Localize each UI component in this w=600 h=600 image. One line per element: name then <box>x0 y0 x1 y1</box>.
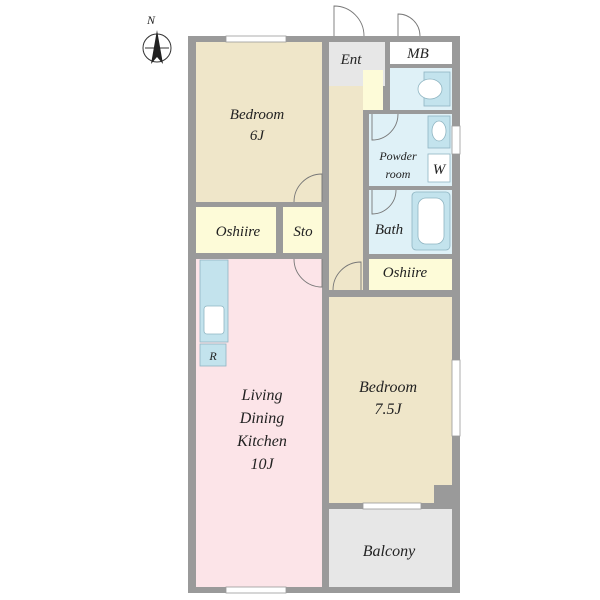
meter-box-door-icon <box>397 13 421 37</box>
labels: Bedroom 6J Ent MB Powder room W Oshiire … <box>208 46 446 560</box>
meter-box <box>390 42 452 64</box>
oshiire-closet-1 <box>196 207 276 253</box>
washer-space <box>427 153 451 183</box>
compass: N <box>142 13 172 64</box>
north-arrow-icon <box>151 30 163 64</box>
storage-closet <box>283 207 322 253</box>
washer-label: W <box>433 162 447 178</box>
window-bedroom-6j <box>225 35 287 43</box>
storage-label: Sto <box>293 224 313 240</box>
bedroom-6j-door-icon <box>293 173 323 203</box>
hallway <box>329 86 363 290</box>
oshiire-closet-2 <box>369 259 452 290</box>
bedroom-6j <box>196 42 322 202</box>
powder-room-door-icon <box>371 113 399 141</box>
bathtub-basin-icon <box>417 197 445 245</box>
balcony <box>329 509 452 587</box>
balcony-label: Balcony <box>363 543 416 560</box>
ldk-door-icon <box>293 258 323 288</box>
bedroom-7-5j-door-icon <box>332 261 362 291</box>
bedroom-6j-label-1: Bedroom <box>230 107 285 123</box>
bedroom-7-5j-label-1: Bedroom <box>359 379 417 396</box>
ldk-label-4: 10J <box>250 456 274 473</box>
bedroom-7-5j-label-2: 7.5J <box>374 401 402 418</box>
bedroom-6j-label-2: 6J <box>250 128 266 144</box>
refrigerator-space <box>199 343 227 367</box>
kitchen-sink-icon <box>203 305 225 335</box>
powder-room-label-1: Powder <box>378 149 417 163</box>
entrance-label: Ent <box>340 52 363 68</box>
wall-notch <box>434 485 460 509</box>
powder-room-label-2: room <box>386 167 411 181</box>
window-powder <box>451 125 461 155</box>
ldk-label-3: Kitchen <box>236 433 287 450</box>
window-ldk <box>225 586 287 594</box>
entrance-door-icon <box>333 5 365 37</box>
compass-label: N <box>146 13 156 27</box>
window-balcony <box>362 502 422 510</box>
oshiire-2-label: Oshiire <box>383 265 428 281</box>
oshiire-1-label: Oshiire <box>216 224 261 240</box>
shoe-cabinet <box>363 70 383 110</box>
fixtures <box>199 71 451 367</box>
doors <box>293 5 421 291</box>
ldk-label-2: Dining <box>239 410 284 427</box>
bedroom-7-5j <box>329 297 452 503</box>
windows <box>225 35 461 594</box>
washbasin-bowl-icon <box>431 120 447 142</box>
window-bedroom-7-5j <box>451 359 461 437</box>
ldk-label-1: Living <box>241 387 283 404</box>
bath-door-icon <box>371 189 397 215</box>
toilet-icon <box>417 78 443 100</box>
meter-box-label: MB <box>406 46 429 62</box>
refrigerator-label: R <box>208 349 217 363</box>
bath-label: Bath <box>375 222 403 238</box>
